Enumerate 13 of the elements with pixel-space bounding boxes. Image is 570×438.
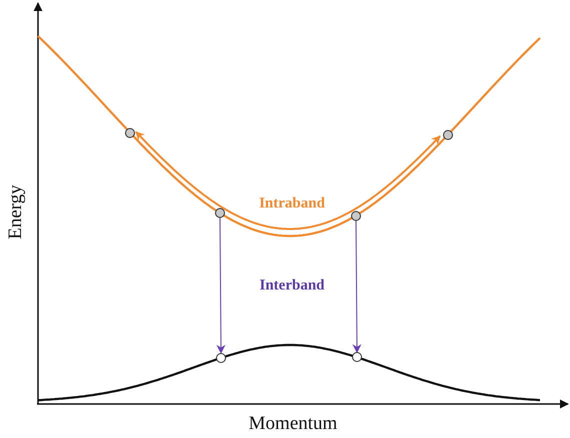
arrow [216, 218, 226, 354]
transition-label: Interband [259, 278, 325, 294]
arrow [135, 131, 441, 230]
state-point [351, 210, 361, 221]
arrow [352, 220, 362, 354]
axis-title: Momentum [248, 413, 338, 435]
state-point [215, 208, 225, 218]
axis-title: Energy [5, 184, 27, 240]
state-point [352, 352, 362, 362]
state-point [443, 130, 453, 140]
state-point [216, 352, 226, 363]
transition-label: Intraband [259, 196, 325, 212]
state-point [125, 128, 135, 138]
